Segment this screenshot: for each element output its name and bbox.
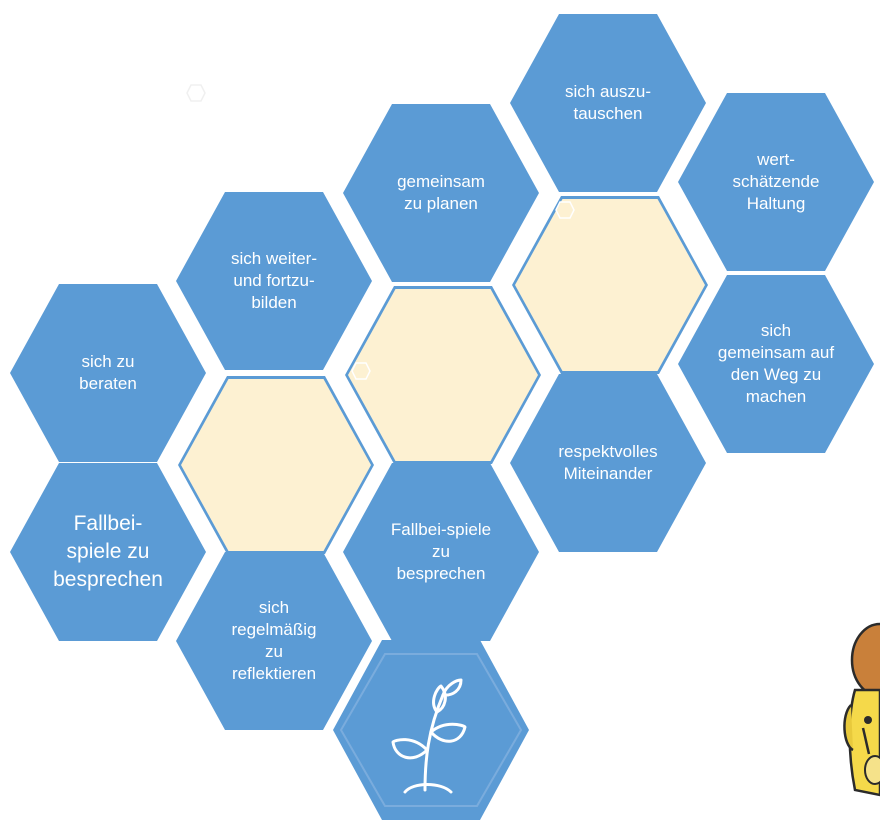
- small-hexagon-outline-icon: [186, 84, 206, 102]
- empty-hexagon-top: [512, 196, 708, 374]
- hexagon-respektvolles-miteinander: respektvolles Miteinander: [510, 374, 706, 552]
- hexagon-fallbeispiele-center: Fallbei-spiele zu besprechen: [343, 463, 539, 641]
- hexagon-label: sich gemeinsam auf den Weg zu machen: [717, 321, 835, 406]
- empty-hexagon-middle: [345, 286, 541, 464]
- hexagon-label: wert- schätzende Haltung: [732, 150, 820, 213]
- hexagon-gemeinsam-auf-den-weg: sich gemeinsam auf den Weg zu machen: [678, 275, 874, 453]
- hexagon-label: Fallbei- spiele zu besprechen: [53, 512, 163, 591]
- hexagon-label: sich weiter- und fortzu- bilden: [231, 249, 317, 312]
- mascot-character-icon: [835, 620, 880, 810]
- hexagon-label: Fallbei-spiele zu besprechen: [390, 520, 492, 583]
- small-hexagon-outline-icon: [351, 362, 371, 380]
- hexagon-label: gemeinsam zu planen: [397, 172, 485, 213]
- hexagon-gemeinsam-zu-planen: gemeinsam zu planen: [343, 104, 539, 282]
- hexagon-label: respektvolles Miteinander: [558, 442, 658, 483]
- hexagon-label: sich zu beraten: [79, 352, 137, 393]
- hexagon-weiter-und-fortzubilden: sich weiter- und fortzu- bilden: [176, 192, 372, 370]
- hexagon-label: sich auszu- tauschen: [565, 82, 651, 123]
- small-hexagon-outline-icon: [555, 201, 575, 219]
- hexagon-fallbeispiele-left: Fallbei- spiele zu besprechen: [10, 463, 206, 641]
- empty-hexagon-bottom: [178, 376, 374, 554]
- hexagon-wertschaetzende-haltung: wert- schätzende Haltung: [678, 93, 874, 271]
- hexagon-plant: [333, 640, 529, 820]
- hexagon-sich-zu-beraten: sich zu beraten: [10, 284, 206, 462]
- plant-sprout-icon: [339, 653, 523, 807]
- hexagon-regelmaessig-reflektieren: sich regelmäßig zu reflektieren: [176, 552, 372, 730]
- hexagon-sich-auszutauschen: sich auszu- tauschen: [510, 14, 706, 192]
- hexagon-label: sich regelmäßig zu reflektieren: [231, 598, 317, 683]
